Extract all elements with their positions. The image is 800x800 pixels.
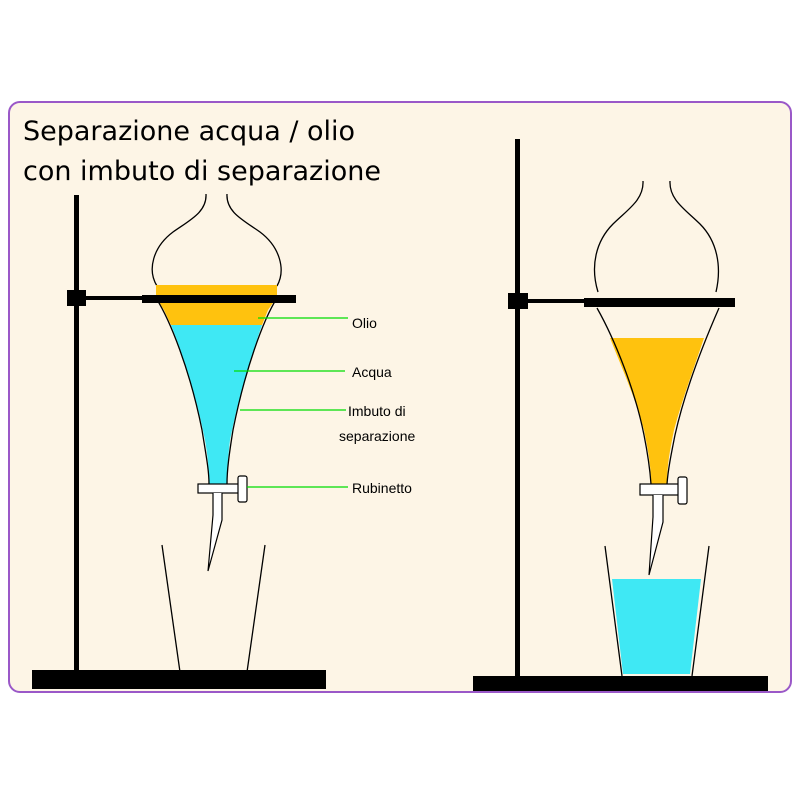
left-stopcock-handle	[237, 475, 248, 503]
left-funnel-cone	[155, 297, 278, 485]
left-beaker	[161, 544, 266, 673]
leader-lines	[234, 317, 348, 488]
left-apparatus	[32, 193, 326, 689]
label-oil: Olio	[352, 315, 377, 331]
right-clamp-ring	[584, 298, 735, 307]
title-line-2: con imbuto di separazione	[23, 156, 381, 187]
right-beaker-water	[612, 579, 701, 674]
label-funnel-line-2: separazione	[339, 428, 415, 444]
right-clamp-block	[508, 293, 528, 309]
left-funnel-bulb	[151, 193, 282, 287]
left-water-layer	[171, 325, 262, 484]
left-stand-rod	[74, 195, 79, 671]
left-clamp-ring	[142, 295, 296, 303]
left-clamp-block	[67, 290, 86, 306]
right-stand-rod	[515, 139, 520, 677]
right-stopcock-handle	[677, 476, 688, 505]
right-stand-base	[473, 676, 768, 691]
right-funnel-cone	[596, 307, 720, 485]
right-stopcock-body	[639, 483, 681, 496]
diagram-panel	[8, 101, 792, 693]
left-oil-layer	[156, 285, 277, 325]
label-tap: Rubinetto	[352, 480, 412, 496]
title-line-1: Separazione acqua / olio	[23, 116, 355, 147]
left-stopcock-body	[197, 483, 241, 494]
left-stand-base	[32, 670, 326, 689]
right-funnel-stem	[648, 495, 664, 576]
label-funnel-line-1: Imbuto di	[348, 403, 406, 419]
left-clamp-arm	[78, 296, 144, 300]
label-water: Acqua	[352, 364, 392, 380]
right-apparatus	[473, 139, 768, 691]
left-funnel-stem	[207, 493, 223, 572]
right-funnel-bulb	[593, 180, 720, 293]
right-beaker	[604, 545, 710, 677]
right-clamp-arm	[520, 299, 586, 303]
right-oil-layer	[610, 338, 704, 484]
